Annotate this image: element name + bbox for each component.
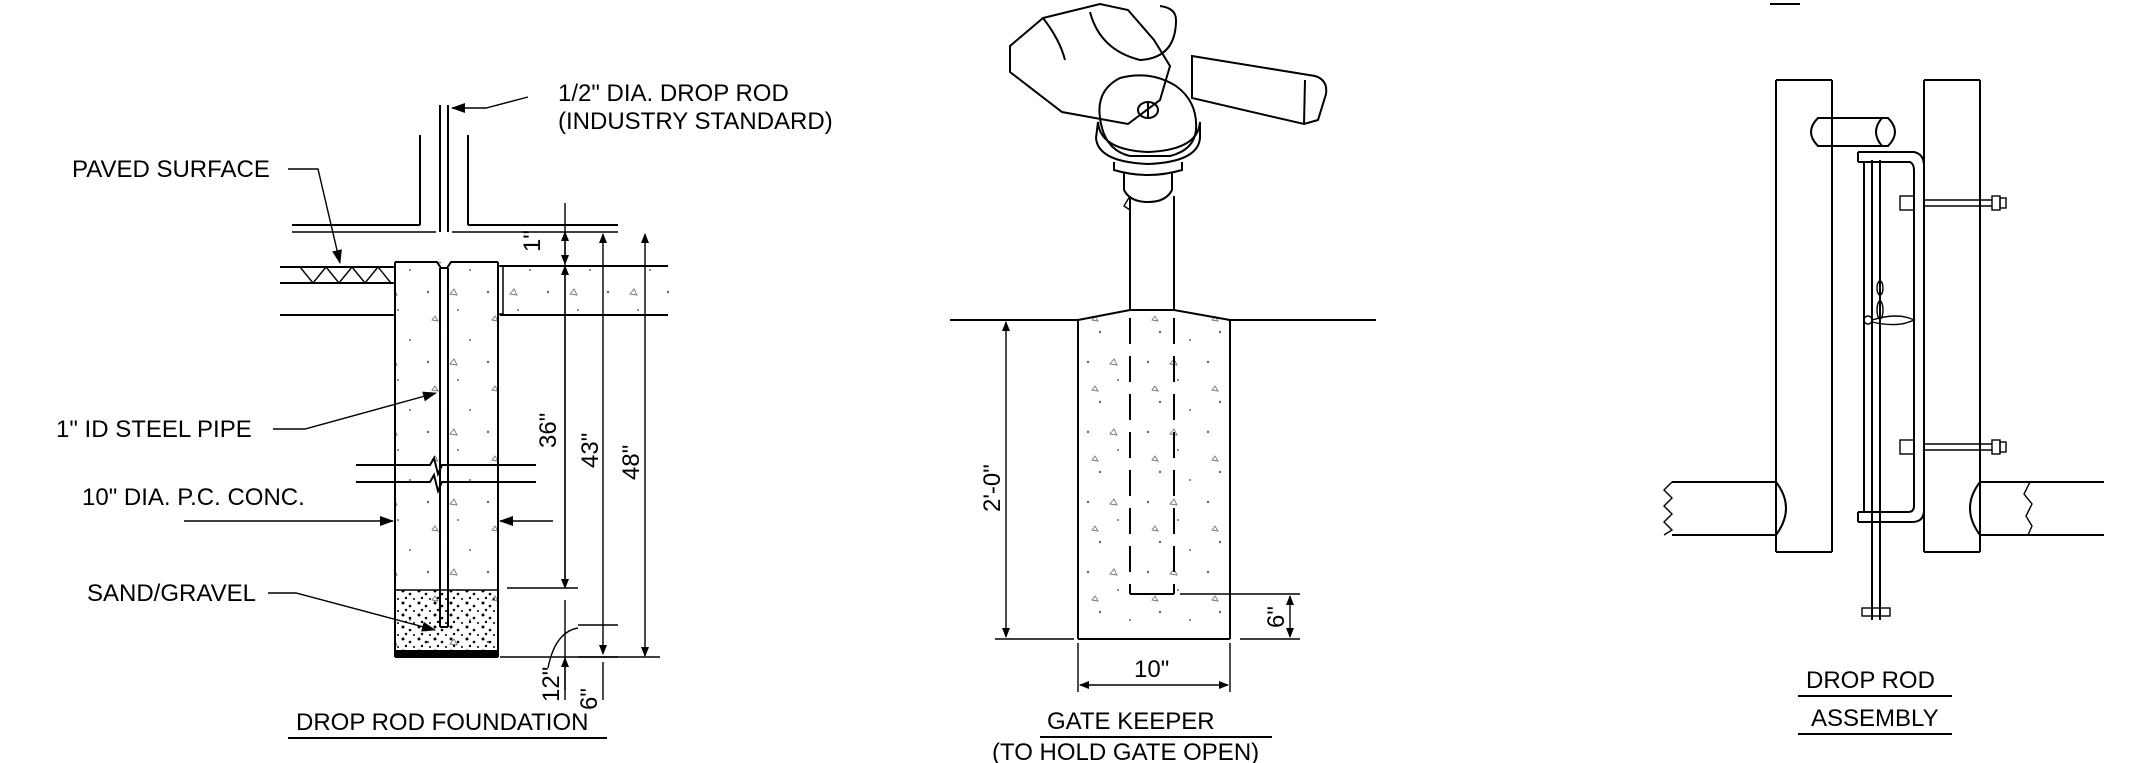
assembly-title-line1: DROP ROD [1806, 667, 1935, 694]
keeper-concrete-fill [1080, 316, 1228, 639]
dim-1in: 1" [519, 230, 546, 252]
keeper-embed-dim: 6" [1263, 606, 1290, 628]
sand-gravel-callout: SAND/GRAVEL [87, 580, 256, 607]
keeper-latch-body [1009, 2, 1172, 126]
drop-rod-leader [451, 96, 529, 113]
dim-36in: 36" [535, 413, 562, 448]
drop-rod-callout-line1: 1/2" DIA. DROP ROD [558, 80, 789, 107]
drop-rod-callout-line2: (INDUSTRY STANDARD) [558, 108, 833, 135]
paved-leader [288, 168, 342, 264]
gate-keeper-title: GATE KEEPER [1047, 708, 1215, 735]
slab-fill [500, 266, 670, 314]
sand-leader [268, 592, 436, 632]
dim-43in: 43" [577, 433, 604, 468]
assembly-title-line2: ASSEMBLY [1811, 705, 1939, 732]
paved-surface-callout: PAVED SURFACE [72, 156, 270, 183]
keeper-dome [1098, 74, 1198, 157]
concrete-callout: 10" DIA. P.C. CONC. [82, 484, 305, 511]
drop-rod-foundation-detail: 1/2" DIA. DROP ROD (INDUSTRY STANDARD) P… [56, 80, 833, 739]
dim-48in: 48" [618, 445, 645, 480]
gate-keeper-detail: 2'-0" 10" 6" GATE KEEPER (TO HOLD GATE O… [950, 2, 1376, 763]
drop-rod-handle [1810, 117, 1896, 147]
gate-keeper-subtitle: (TO HOLD GATE OPEN) [992, 739, 1259, 763]
keeper-arm [1191, 54, 1328, 126]
pipe-leader [273, 391, 437, 430]
drop-rod-assembly-detail: DROP ROD ASSEMBLY [1663, 3, 2104, 735]
foundation-title: DROP ROD FOUNDATION [296, 709, 588, 736]
keeper-depth-dim: 2'-0" [979, 464, 1006, 512]
dim-12in: 12" [538, 667, 565, 702]
steel-pipe-callout: 1" ID STEEL PIPE [56, 416, 252, 443]
sand-base-band [395, 650, 498, 657]
dim-6in: 6" [576, 688, 603, 710]
keeper-width-dim: 10" [1134, 656, 1169, 683]
